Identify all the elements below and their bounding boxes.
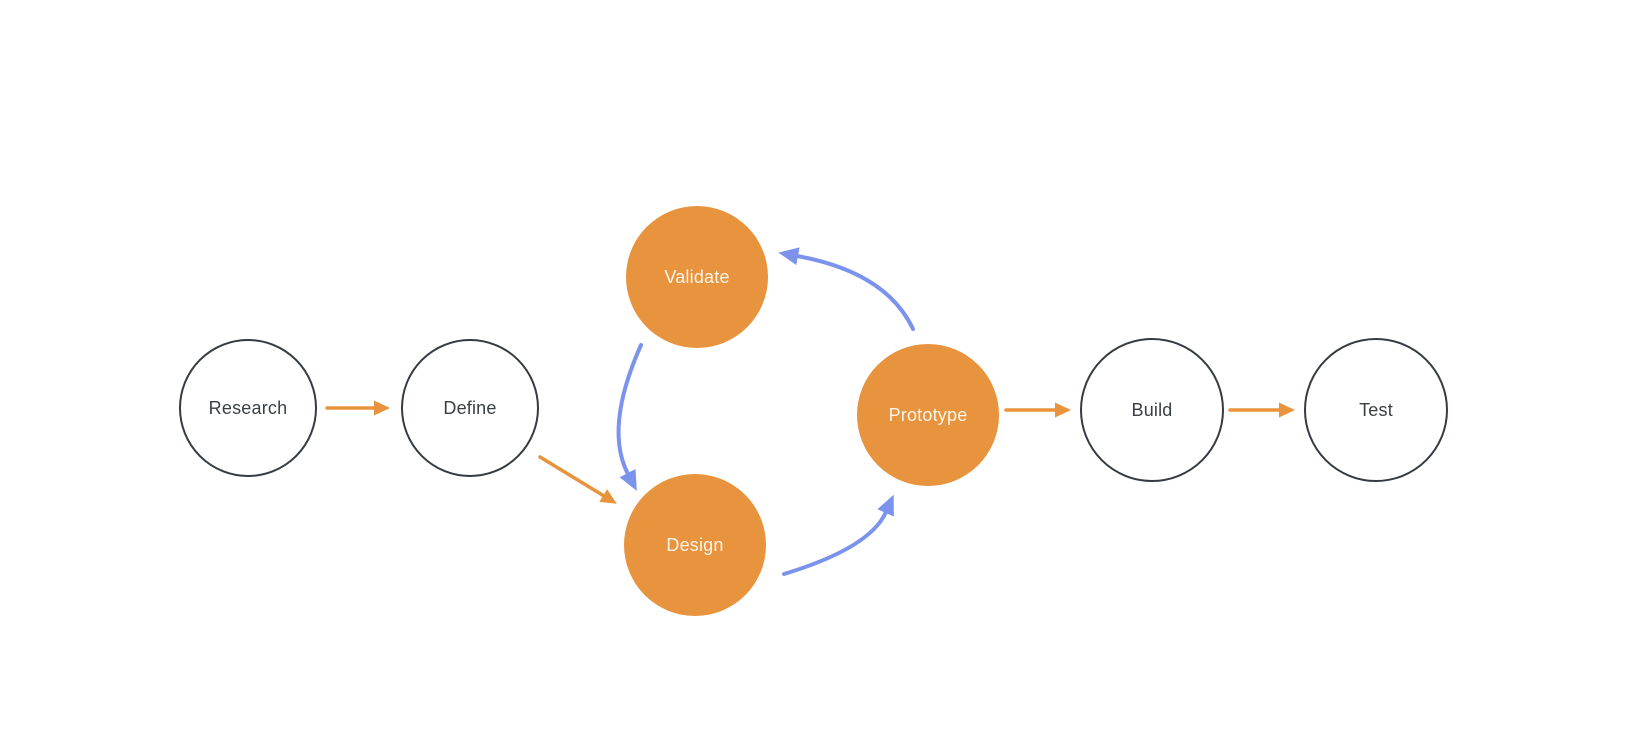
node-validate-label: Validate: [664, 267, 729, 287]
node-prototype-circle: [857, 344, 999, 486]
node-prototype: Prototype: [857, 344, 999, 486]
edge-validate-design-arrow: [616, 343, 643, 491]
node-validate: Validate: [626, 206, 768, 348]
node-research: Research: [179, 339, 317, 477]
edge-design-prototype-arrow: [782, 494, 894, 576]
node-define-label: Define: [443, 398, 496, 418]
node-research-label: Research: [209, 398, 288, 418]
node-test: Test: [1304, 338, 1448, 482]
node-define: Define: [401, 339, 539, 477]
edge-define-design-arrow: [538, 455, 617, 504]
node-validate-circle: [626, 206, 768, 348]
node-test-circle: [1304, 338, 1448, 482]
node-design: Design: [624, 474, 766, 616]
node-define-circle: [401, 339, 539, 477]
node-build-circle: [1080, 338, 1224, 482]
node-test-label: Test: [1359, 400, 1393, 420]
node-design-circle: [624, 474, 766, 616]
node-prototype-label: Prototype: [889, 405, 968, 425]
node-research-circle: [179, 339, 317, 477]
edge-prototype-validate-arrow: [778, 247, 915, 331]
node-build-label: Build: [1131, 400, 1172, 420]
node-build: Build: [1080, 338, 1224, 482]
node-design-label: Design: [666, 535, 723, 555]
